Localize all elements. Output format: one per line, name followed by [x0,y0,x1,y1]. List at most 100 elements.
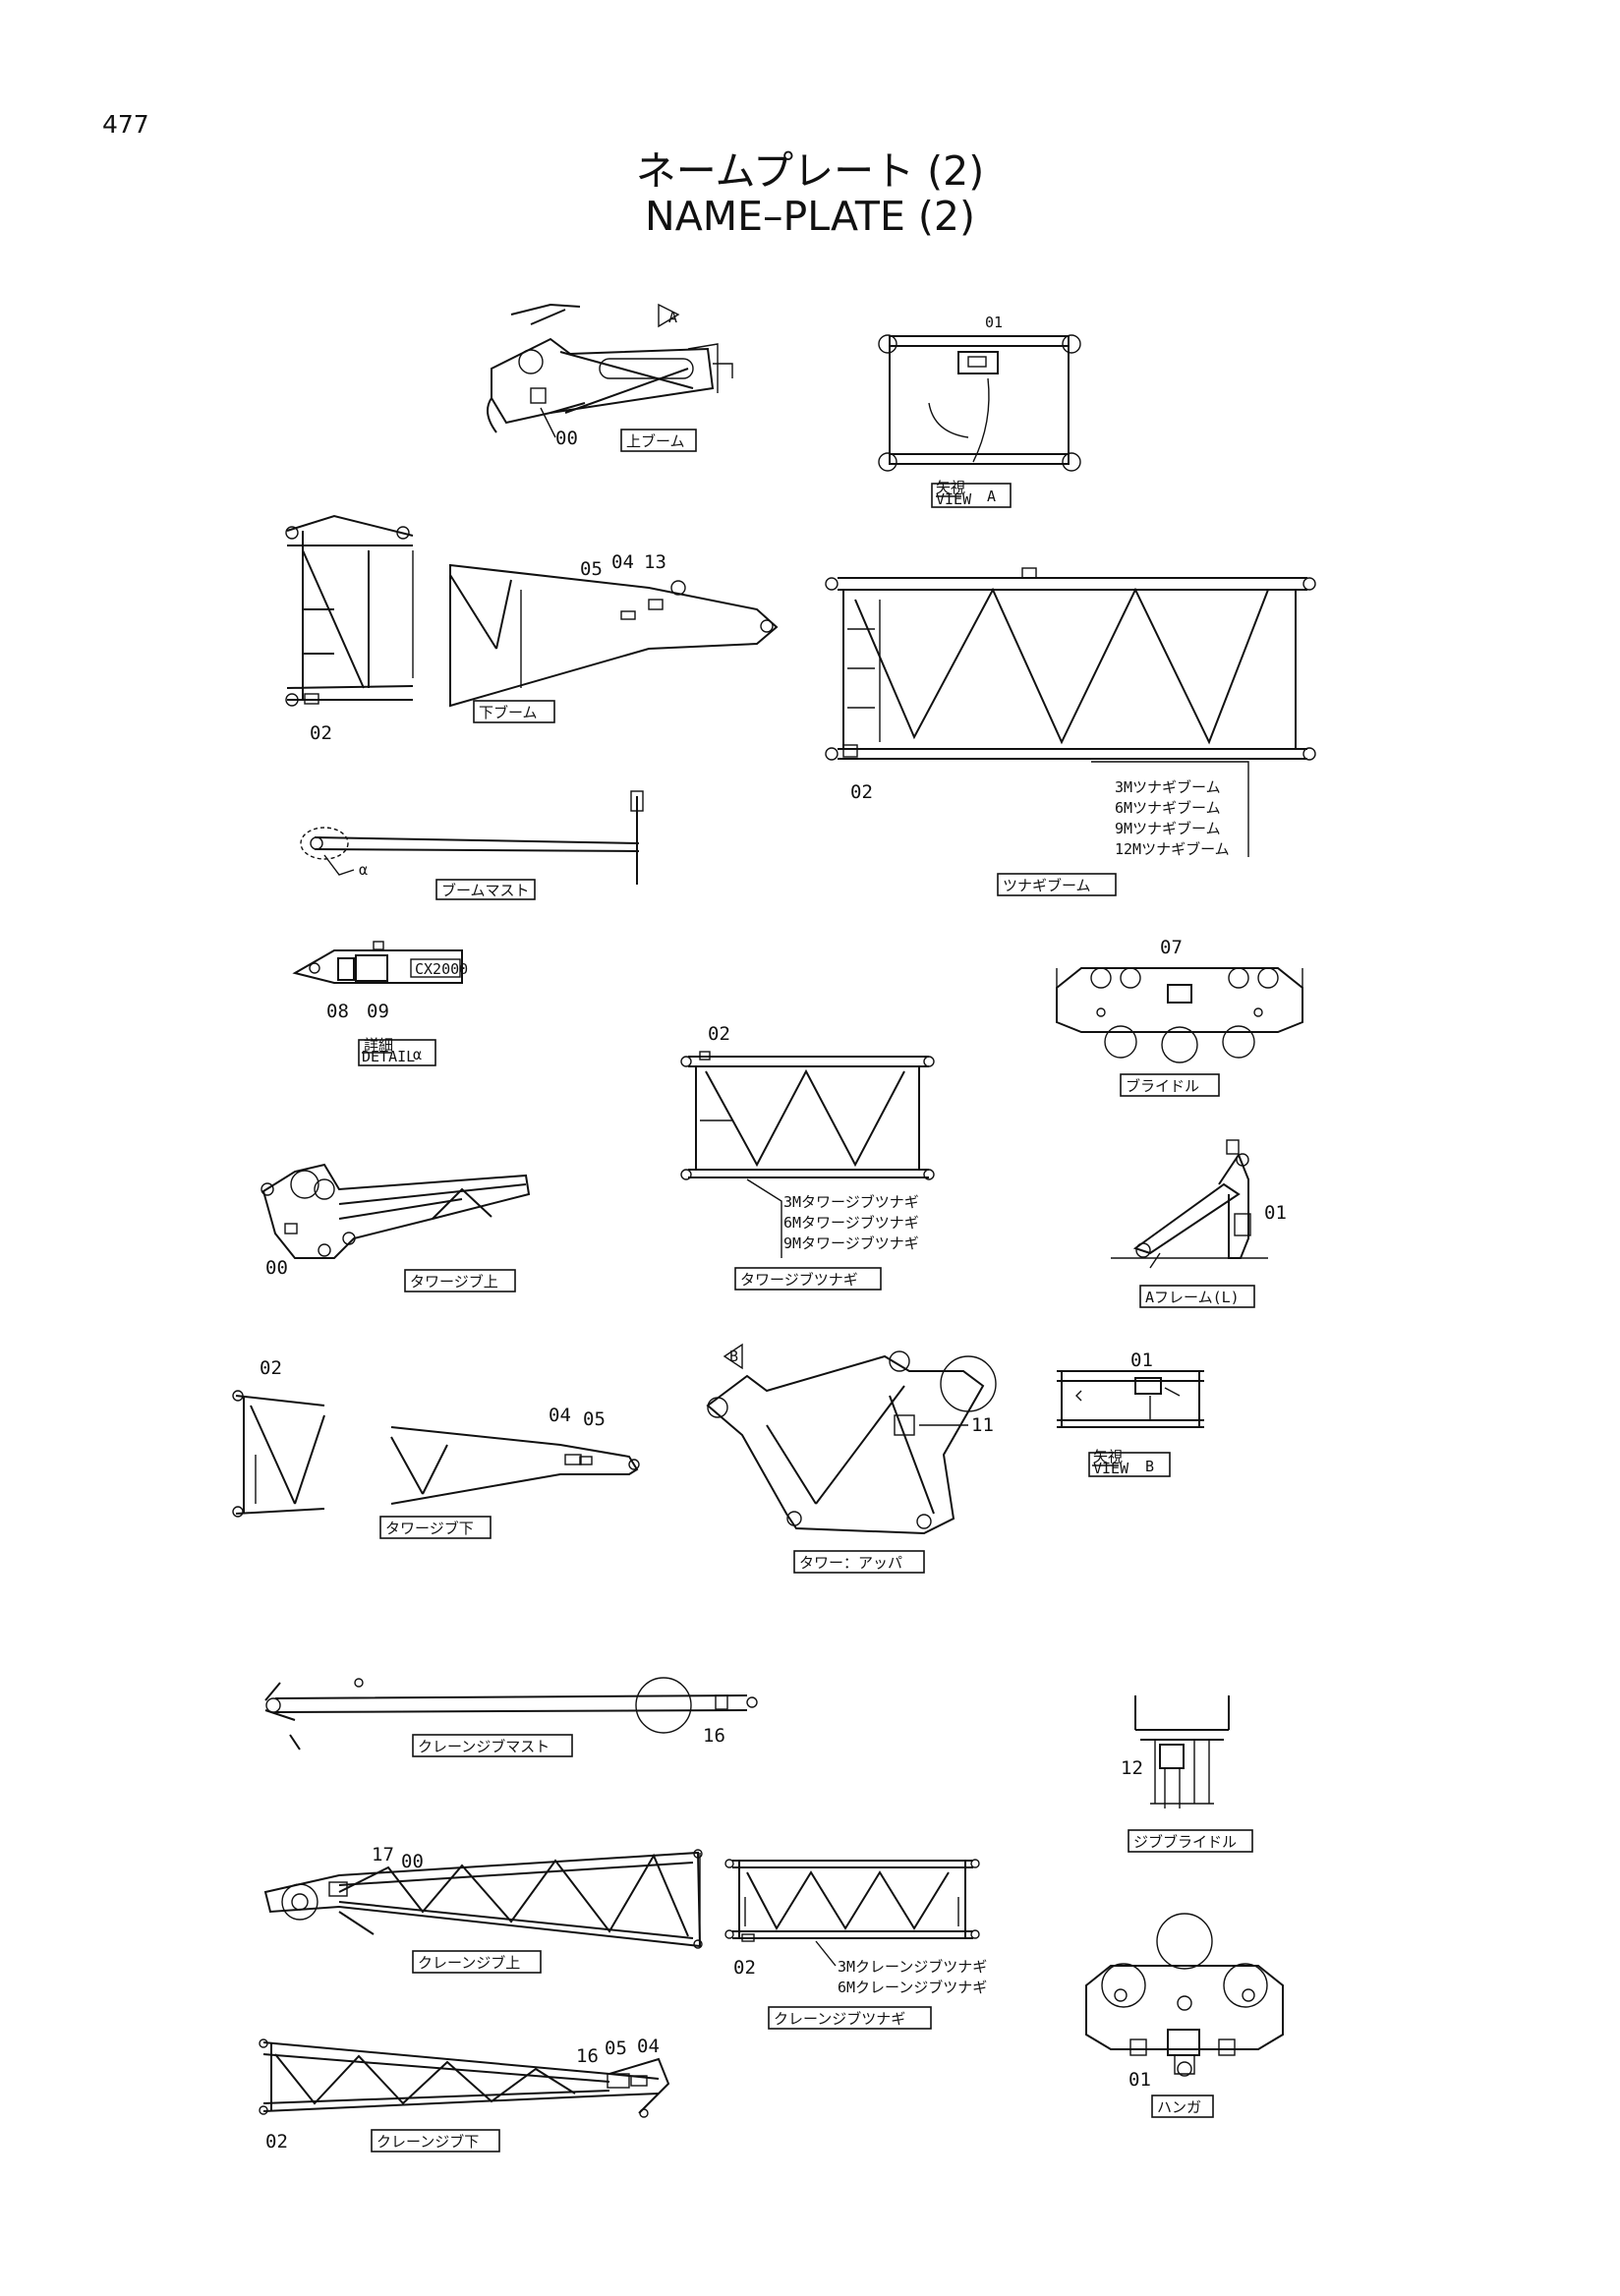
tower-jib-bottom-drawing [232,1390,640,1518]
callout-jib-bridle-12: 12 [1121,1757,1143,1779]
label-tower-jib-bottom: タワージブ下 [385,1520,474,1537]
callout-a-frame-01: 01 [1264,1202,1287,1224]
size-boom-insert-3m: 3Mツナギブーム [1115,778,1221,796]
label-jib-bridle: ジブブライドル [1133,1833,1237,1851]
label-box-tower-jib-top [404,1269,516,1292]
callout-tower-jib-insert-02: 02 [708,1023,730,1045]
label-box-jib-bridle [1128,1829,1253,1853]
label-upper-boom: 上ブーム [626,432,685,450]
title-english: NAME–PLATE (2) [645,193,975,240]
callout-boom-insert-02: 02 [850,781,873,803]
page-number: 477 [102,110,149,139]
tower-upper-drawing [706,1343,997,1535]
label-box-hanger [1151,2095,1214,2118]
crane-jib-mast-drawing [264,1677,758,1751]
callout-tower-jib-bottom-04: 04 [549,1405,571,1426]
bridle-drawing [1056,967,1303,1063]
label-crane-jib-bottom: クレーンジブ下 [376,2133,479,2151]
label-box-crane-jib-insert [768,2006,932,2030]
callout-crane-jib-bottom-02: 02 [265,2131,288,2152]
callout-crane-jib-mast-16: 16 [703,1725,725,1747]
callout-crane-jib-bottom-05: 05 [605,2038,627,2059]
callout-crane-jib-bottom-04: 04 [637,2036,660,2057]
detail-alpha-marking: CX2000 [415,960,468,978]
size-tower-jib-insert-3m: 3Mタワージブツナギ [783,1193,919,1211]
tower-jib-top-drawing [260,1163,531,1259]
label-box-upper-boom [620,429,697,452]
label-crane-jib-mast: クレーンジブマスト [418,1738,550,1755]
label-tower-jib-insert: タワージブツナギ [740,1271,858,1289]
size-crane-jib-insert-6m: 6Mクレーンジブツナギ [838,1979,987,1996]
tower-jib-insert-drawing [680,1051,935,1258]
callout-detail-08: 08 [326,1001,349,1022]
view-a-drawing [878,334,1081,472]
label-box-bridle [1120,1073,1220,1097]
callout-upper-boom-00: 00 [555,428,578,449]
label-a-frame: Aフレーム(L) [1145,1289,1240,1306]
callout-tower-jib-bottom-05: 05 [583,1408,606,1430]
size-boom-insert-12m: 12Mツナギブーム [1115,840,1230,858]
callout-crane-jib-bottom-16: 16 [576,2045,599,2067]
lower-boom-drawing [285,514,779,708]
view-a-word: VIEW [936,490,972,508]
view-b-word: VIEW [1093,1460,1129,1477]
callout-crane-jib-top-17: 17 [372,1844,394,1866]
label-box-view-a [931,483,1012,508]
size-crane-jib-insert-3m: 3Mクレーンジブツナギ [838,1958,987,1976]
label-box-crane-jib-top [412,1950,542,1974]
callout-lower-boom-02: 02 [310,722,332,744]
callout-lower-boom-04: 04 [611,551,634,573]
label-box-a-frame [1139,1285,1255,1308]
view-arrow-b: B [729,1348,738,1365]
label-box-lower-boom [473,700,555,723]
label-lower-boom: 下ブーム [479,704,538,721]
label-bridle: ブライドル [1126,1077,1199,1095]
detail-alpha-jp: 詳細 [364,1036,393,1054]
callout-tower-jib-top-00: 00 [265,1257,288,1279]
title-japanese: ネームプレート (2) [635,147,985,195]
callout-detail-09: 09 [367,1001,389,1022]
view-b-jp: 矢視 [1093,1448,1123,1465]
boom-insert-drawing [825,567,1316,857]
label-boom-insert: ツナギブーム [1003,877,1091,894]
callout-view-b-01: 01 [1130,1349,1153,1371]
view-b-drawing [1057,1370,1204,1428]
label-box-view-b [1088,1452,1171,1477]
callout-tower-upper-11: 11 [971,1414,994,1436]
callout-crane-jib-top-00: 00 [401,1851,424,1872]
callout-lower-boom-13: 13 [644,551,666,573]
view-a-letter: A [987,488,996,505]
callout-bridle-07: 07 [1160,937,1183,958]
a-frame-drawing [1111,1139,1268,1269]
jib-bridle-drawing [1134,1695,1230,1808]
size-tower-jib-insert-9m: 9Mタワージブツナギ [783,1234,919,1252]
label-box-crane-jib-bottom [371,2129,500,2152]
crane-jib-bottom-drawing [259,2038,670,2118]
label-box-crane-jib-mast [412,1734,573,1757]
callout-boom-mast-alpha: α [359,861,368,879]
label-box-boom-insert [997,873,1117,896]
detail-alpha-drawing [292,941,463,984]
callout-hanger-01: 01 [1128,2069,1151,2091]
callout-view-a-01: 01 [985,314,1003,331]
label-box-tower-upper [793,1550,925,1574]
callout-lower-boom-05: 05 [580,558,603,580]
callout-tower-jib-bottom-02: 02 [260,1357,282,1379]
label-crane-jib-top: クレーンジブ上 [418,1954,520,1972]
size-boom-insert-9m: 9Mツナギブーム [1115,820,1221,837]
view-b-letter: B [1145,1458,1154,1475]
size-boom-insert-6m: 6Mツナギブーム [1115,799,1221,817]
label-tower-upper: タワー：アッパ [799,1554,902,1572]
crane-jib-top-drawing [263,1849,703,1949]
boom-mast-drawing [300,790,644,885]
upper-boom-drawing [487,303,733,438]
view-arrow-a: A [668,309,677,326]
hanger-drawing [1085,1913,1284,2077]
detail-alpha-word: DETAIL [362,1048,415,1065]
label-box-tower-jib-insert [734,1267,882,1291]
label-hanger: ハンガ [1157,2098,1201,2116]
detail-alpha-letter: α [413,1046,422,1063]
label-tower-jib-top: タワージブ上 [410,1273,498,1291]
view-a-jp: 矢視 [936,479,965,496]
